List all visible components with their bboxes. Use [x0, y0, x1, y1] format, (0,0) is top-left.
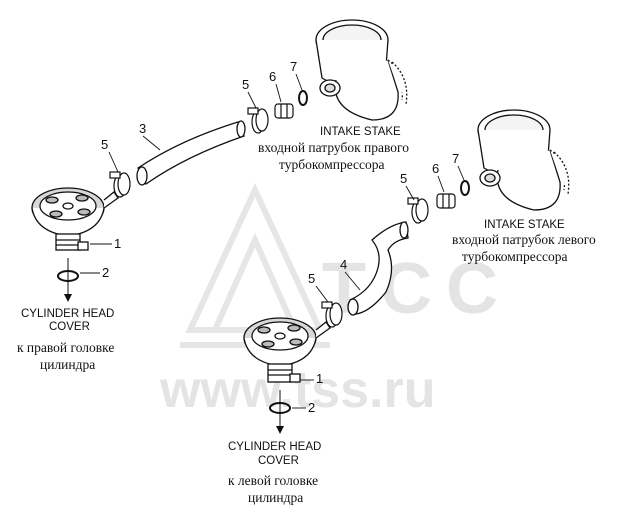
- head-left-en-1: CYLINDER HEAD: [228, 441, 322, 453]
- hose-3: [136, 120, 246, 186]
- callout-6-left: 6: [432, 161, 440, 176]
- callout-6-right: 6: [269, 69, 277, 84]
- breather-right: [31, 187, 119, 251]
- intake-left-ru-2: турбокомпрессора: [462, 249, 568, 264]
- head-left-ru-1: к левой головке: [228, 473, 319, 488]
- intake-right-en: INTAKE STAKE: [320, 126, 401, 138]
- callout-3: 3: [139, 121, 147, 136]
- clamp-5-left-lower: [321, 301, 343, 328]
- callout-1-left: 1: [316, 371, 324, 386]
- o-ring-7-left: [460, 180, 470, 196]
- clamp-5-left-upper: [407, 197, 429, 224]
- head-right-en-1: CYLINDER HEAD: [21, 308, 115, 320]
- watermark-logo: TCC: [322, 249, 512, 329]
- callout-2-left: 2: [308, 400, 316, 415]
- fitting-6-right: [274, 103, 294, 119]
- callout-7-right: 7: [290, 59, 298, 74]
- head-left-ru-2: цилиндра: [248, 490, 304, 505]
- callout-5-right-upper: 5: [242, 77, 250, 92]
- intake-left-ru-1: входной патрубок левого: [452, 232, 596, 247]
- callout-5-right-lower: 5: [101, 137, 109, 152]
- clamp-5-right-upper: [247, 107, 269, 134]
- clamp-5-right-lower: [109, 171, 131, 198]
- head-left-en-2: COVER: [258, 455, 299, 467]
- head-right-en-2: COVER: [49, 321, 90, 333]
- o-ring-7-right: [298, 90, 308, 106]
- intake-right-ru-1: входной патрубок правого: [258, 140, 409, 155]
- callout-1-right: 1: [114, 236, 122, 251]
- watermark-triangle-icon: [180, 182, 330, 348]
- fitting-6-left: [436, 193, 456, 209]
- intake-right-ru-2: турбокомпрессора: [279, 157, 385, 172]
- intake-left-en: INTAKE STAKE: [484, 219, 565, 231]
- callout-5-left-upper: 5: [400, 171, 408, 186]
- turbo-intake-left: [477, 109, 570, 211]
- callout-4: 4: [340, 257, 348, 272]
- callout-2-right: 2: [102, 265, 110, 280]
- hose-4: [347, 221, 409, 316]
- watermark-site: www.tss.ru: [160, 361, 436, 419]
- head-right-ru-2: цилиндра: [40, 357, 96, 372]
- leader-lines: [80, 73, 465, 409]
- callout-7-left: 7: [452, 151, 460, 166]
- turbo-intake-right: [315, 19, 408, 121]
- head-right-ru-1: к правой головке: [17, 340, 115, 355]
- callout-5-left-lower: 5: [308, 271, 316, 286]
- breather-left: [243, 317, 331, 383]
